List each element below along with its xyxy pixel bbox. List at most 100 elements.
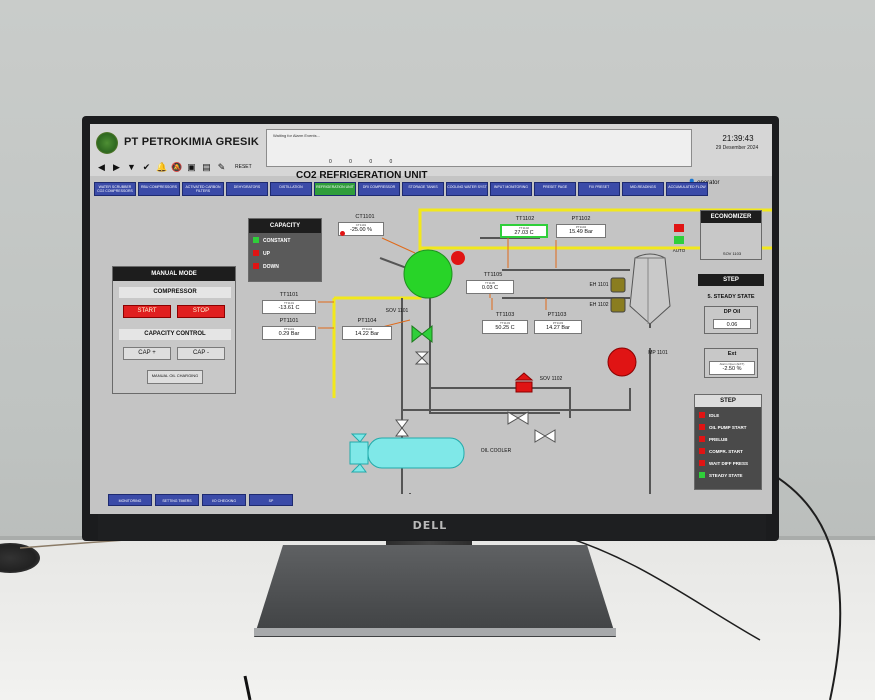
page-title: CO2 REFRIGERATION UNIT [296, 170, 428, 181]
pt1104-label: PT1104 [357, 318, 377, 324]
tab-activated-carbon[interactable]: ACTIVATED CARBON FILTERS [182, 182, 224, 196]
step-wait-diff-press: WAIT DIFF PRESS [699, 459, 748, 468]
hmi-screen: PT PETROKIMIA GRESIK Waiting for Alarm E… [90, 124, 772, 514]
step-list-title: STEP [695, 395, 761, 407]
step-compr-start: COMPR. START [699, 447, 743, 456]
sov1103-label: SOV 1103 [722, 251, 742, 256]
tab-water-scrubber[interactable]: WATER SCRUBBER CO2 COMPRESSORS [94, 182, 136, 196]
sov1102-label: SOV 1102 [539, 376, 563, 382]
tab-dri-compressor[interactable]: DRI COMPRESSOR [358, 182, 400, 196]
pt1103-label: PT1103 [547, 312, 567, 318]
dropdown-icon[interactable]: ▼ [127, 161, 136, 172]
tab-input-monitoring[interactable]: INPUT MONITORING [490, 182, 532, 196]
alarm-count-2: 0 [349, 159, 352, 165]
tt1101-value-box[interactable]: TT1101-13.61 C [262, 300, 316, 314]
step-steady-indicator [699, 472, 705, 478]
tt1102-value: 27.03 C [514, 230, 534, 236]
step-header: STEP [698, 274, 764, 286]
alarm-banner[interactable]: Waiting for Alarm Events... 0 0 0 0 [266, 129, 692, 167]
save-icon[interactable]: ▣ [187, 161, 196, 172]
mp1101-label: MP 1101 [648, 350, 668, 356]
step-idle-indicator [699, 412, 705, 418]
setting-timers-button[interactable]: SETTING TIMERS [155, 494, 199, 506]
nav-left-icon[interactable]: ◀ [98, 161, 105, 172]
pt1104-value: 14.22 Bar [355, 331, 379, 337]
dell-logo: DELL [412, 519, 448, 532]
lock-icon[interactable]: ▤ [202, 161, 211, 172]
tt1102-label: TT1102 [515, 216, 535, 222]
ct1101-label: CT1101 [355, 214, 375, 220]
monitor-stand-base [254, 545, 616, 637]
tab-preset-page[interactable]: PRESET PAGE [534, 182, 576, 196]
monitor-stand-edge [254, 628, 616, 636]
reset-button[interactable]: RESET [235, 164, 252, 170]
tt1105-label: TT1105 [483, 272, 503, 278]
manual-mode-panel: MANUAL MODE COMPRESSOR START STOP CAPACI… [112, 266, 236, 394]
monitoring-button[interactable]: MONITORING [108, 494, 152, 506]
bell-icon[interactable]: 🔔 [156, 161, 168, 172]
capacity-control-title: CAPACITY CONTROL [119, 329, 231, 340]
ext-value: -2.50 % [722, 366, 742, 372]
capacity-title: CAPACITY [249, 219, 321, 233]
manual-oil-charging-button[interactable]: MANUAL OIL CHARGING [147, 370, 203, 384]
capacity-panel: CAPACITY CONSTANT UP DOWN [248, 218, 322, 282]
cap-plus-button[interactable]: CAP + [123, 347, 171, 360]
ext-value-box[interactable]: Alarm Open (EXT)-2.50 % [709, 361, 755, 375]
tab-dehydrators[interactable]: DEHYDRATORS [226, 182, 268, 196]
economizer-panel[interactable]: ECONOMIZER SOV 1103 [700, 210, 762, 260]
step-compr-indicator [699, 448, 705, 454]
capacity-constant: CONSTANT [253, 237, 290, 246]
tab-accumulated-flow[interactable]: ACCUMULATED FLOW [666, 182, 708, 196]
ct1101-value: -25.00 % [349, 227, 372, 233]
tab-storage-tanks[interactable]: STORAGE TANKS [402, 182, 444, 196]
stop-button[interactable]: STOP [177, 305, 225, 318]
bell-silence-icon[interactable]: 🔕 [171, 161, 183, 172]
mp1101-pump [607, 347, 637, 377]
step-steady-state: STEADY STATE [699, 471, 743, 480]
step-oil-pump-start: OIL PUMP START [699, 423, 747, 432]
ct1101-alarm-dot [340, 231, 345, 236]
dp-oil-label: DP Oil [723, 309, 741, 315]
petrokimia-logo [96, 132, 118, 154]
compressor-circle [403, 249, 453, 299]
tab-distillation[interactable]: DISTILLATION [270, 182, 312, 196]
nav-right-icon[interactable]: ▶ [113, 161, 120, 172]
ext-label: Ext [727, 351, 737, 357]
company-name: PT PETROKIMIA GRESIK [124, 136, 259, 148]
manual-mode-title: MANUAL MODE [113, 267, 235, 281]
check-icon[interactable]: ✔ [142, 161, 151, 172]
step-idle: IDLE [699, 411, 719, 420]
io-checking-button[interactable]: I/O CHECKING [202, 494, 246, 506]
start-button[interactable]: START [123, 305, 171, 318]
tt1101-label: TT1101 [279, 292, 299, 298]
ext-panel: Ext Alarm Open (EXT)-2.50 % [704, 348, 758, 378]
monitor-chin [98, 512, 766, 540]
compressor-title: COMPRESSOR [119, 287, 231, 298]
nav-tabs: WATER SCRUBBER CO2 COMPRESSORS RBU COMPR… [94, 182, 708, 196]
step-prelub: PRELUB [699, 435, 728, 444]
auto-label: AUTO [672, 248, 686, 253]
sp-button[interactable]: SP [249, 494, 293, 506]
step-state: 5. STEADY STATE [707, 294, 755, 300]
tools-icon[interactable]: ✎ [217, 161, 226, 172]
cap-minus-button[interactable]: CAP - [177, 347, 225, 360]
tab-fix-preset[interactable]: FIX PRESET [578, 182, 620, 196]
eh1102-label: EH 1102 [589, 302, 609, 308]
ct1101-value-box[interactable]: CT1101-25.00 % [338, 222, 384, 236]
tab-cooling-water[interactable]: COOLING WATER SYST [446, 182, 488, 196]
tab-refrigeration-unit[interactable]: REFRIGERATION UNIT [314, 182, 356, 196]
tab-mid-readings[interactable]: MID-READINGS [622, 182, 664, 196]
operator-name: operator [697, 180, 720, 186]
dp-oil-value-box[interactable]: 0.06 [713, 319, 751, 329]
tab-rbu-compressors[interactable]: RBU COMPRESSORS [138, 182, 180, 196]
economizer-title: ECONOMIZER [701, 211, 761, 223]
dp-oil-panel: DP Oil 0.06 [704, 306, 758, 334]
pt1101-label: PT1101 [279, 318, 299, 324]
